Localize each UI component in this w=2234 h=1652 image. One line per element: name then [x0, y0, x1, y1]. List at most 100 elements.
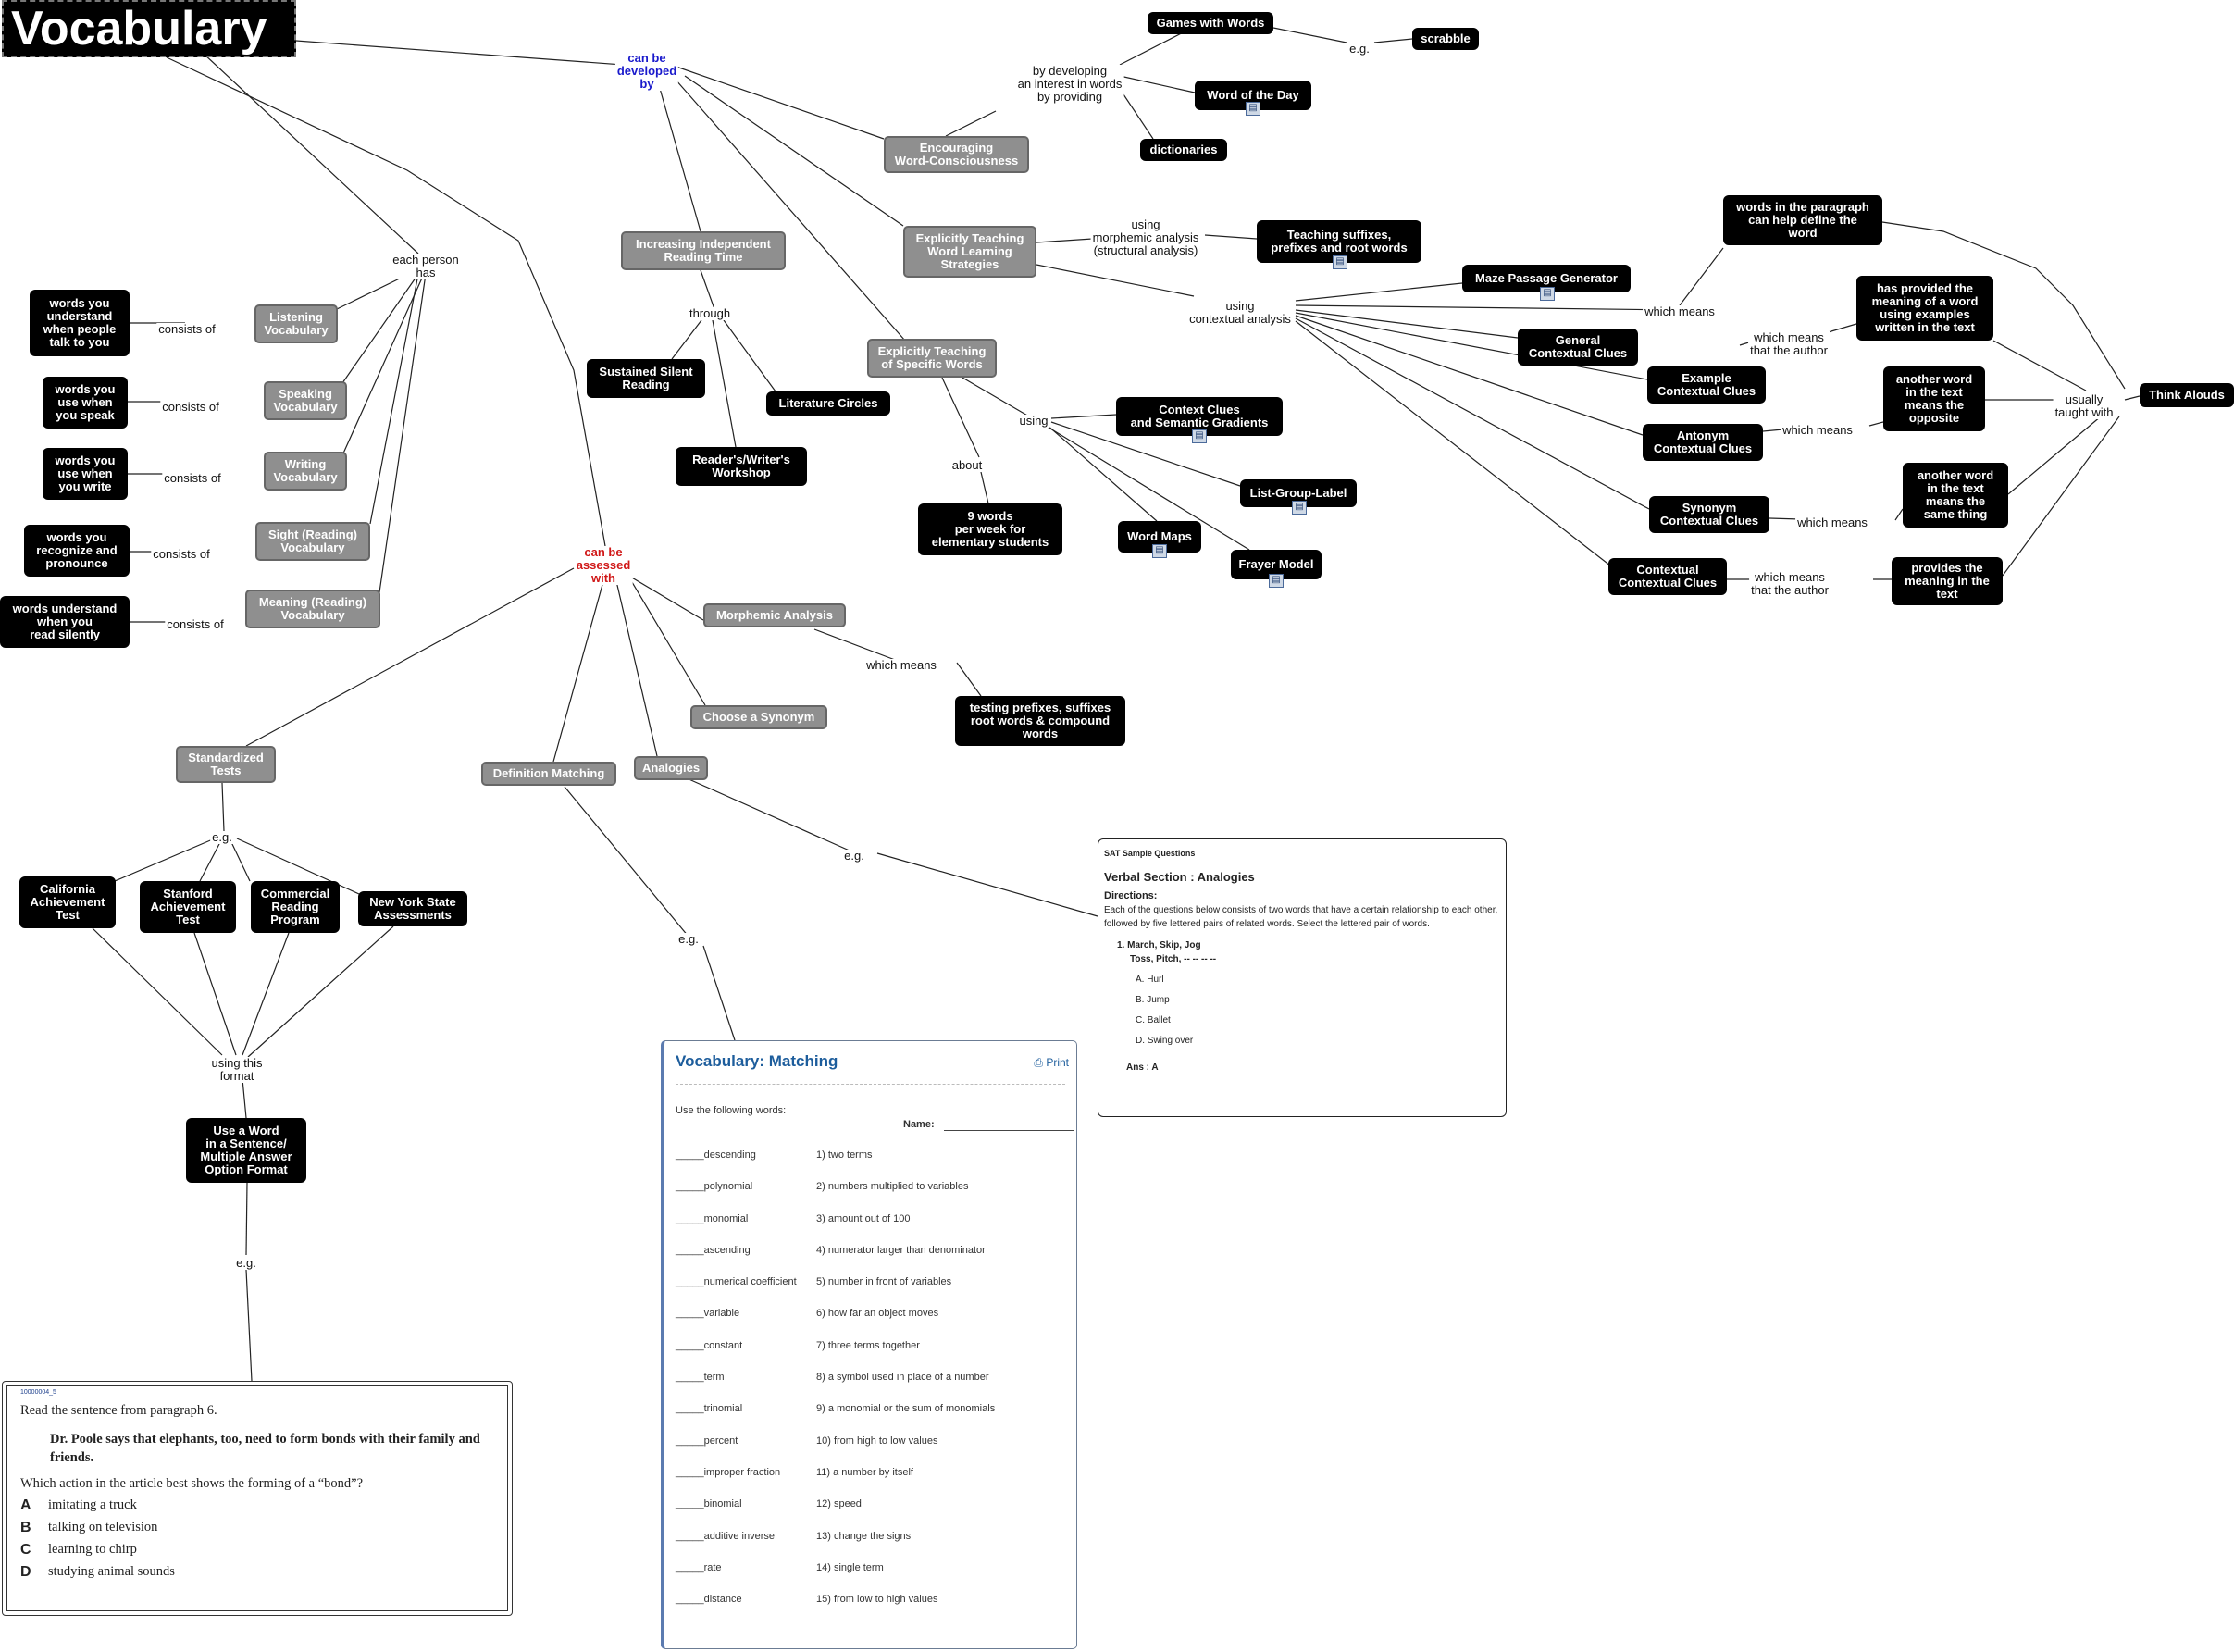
node-provided-meaning[interactable]: has provided the meaning of a word using… — [1856, 276, 1993, 341]
node-dictionaries[interactable]: dictionaries — [1140, 139, 1227, 161]
node-w-understand[interactable]: words you understand when people talk to… — [30, 290, 130, 356]
node-sight[interactable]: Sight (Reading) Vocabulary — [255, 522, 370, 561]
option-text: imitating a truck — [48, 1497, 137, 1512]
connector-line — [980, 471, 989, 504]
attachment-icon[interactable]: ▤ — [1152, 544, 1167, 558]
link-label-by-developing: by developing an interest in words by pr… — [1015, 64, 1124, 104]
node-another-same[interactable]: another word in the text means the same … — [1903, 463, 2008, 528]
node-use-word[interactable]: Use a Word in a Sentence/ Multiple Answe… — [186, 1118, 306, 1183]
node-commercial[interactable]: Commercial Reading Program — [251, 881, 340, 933]
connector-line — [615, 580, 658, 757]
node-think-alouds[interactable]: Think Alouds — [2140, 383, 2234, 407]
node-morphemic[interactable]: Morphemic Analysis — [703, 603, 846, 627]
link-label-eg-analogies: e.g. — [842, 849, 866, 863]
connector-line — [684, 75, 904, 227]
node-synonym[interactable]: Synonym Contextual Clues — [1649, 496, 1769, 533]
node-encouraging[interactable]: Encouraging Word-Consciousness — [884, 136, 1029, 173]
attachment-icon[interactable]: ▤ — [1192, 429, 1207, 443]
matching-definition: 9) a monomial or the sum of monomials — [816, 1403, 996, 1415]
node-explicit-strategies[interactable]: Explicitly Teaching Word Learning Strate… — [903, 226, 1036, 278]
node-standardized[interactable]: Standardized Tests — [176, 746, 276, 783]
matching-definition: 6) how far an object moves — [816, 1308, 939, 1320]
node-meaning[interactable]: Meaning (Reading) Vocabulary — [245, 590, 380, 628]
node-speaking[interactable]: Speaking Vocabulary — [264, 381, 347, 420]
connector-line — [242, 1078, 247, 1119]
connector-line — [369, 273, 419, 525]
node-definition[interactable]: Definition Matching — [481, 762, 616, 786]
node-provides-meaning[interactable]: provides the meaning in the text — [1892, 557, 2003, 605]
node-w-write[interactable]: words you use when you write — [43, 448, 128, 500]
connector-line — [295, 40, 649, 68]
matching-instruction: Use the following words: — [676, 1105, 787, 1116]
matching-term: _____polynomial — [676, 1181, 753, 1193]
attachment-icon[interactable]: ▤ — [1292, 501, 1307, 515]
node-increasing[interactable]: Increasing Independent Reading Time — [621, 231, 786, 270]
name-line — [944, 1130, 1074, 1131]
connector-line — [712, 319, 737, 448]
matching-term: _____variable — [676, 1308, 740, 1320]
node-w-speak[interactable]: words you use when you speak — [43, 377, 128, 429]
node-contextual[interactable]: Contextual Contextual Clues — [1608, 558, 1727, 595]
matching-term: _____monomial — [676, 1212, 749, 1224]
node-sustained[interactable]: Sustained Silent Reading — [587, 359, 705, 398]
node-listening[interactable]: Listening Vocabulary — [254, 304, 338, 343]
node-general[interactable]: General Contextual Clues — [1518, 329, 1638, 366]
sat-directions: Each of the questions below consists of … — [1104, 905, 1498, 929]
node-analogies[interactable]: Analogies — [634, 756, 708, 780]
node-testing[interactable]: testing prefixes, suffixes root words & … — [955, 696, 1125, 746]
node-synonym-choose[interactable]: Choose a Synonym — [690, 705, 827, 729]
node-nys[interactable]: New York State Assessments — [358, 891, 467, 926]
connector-line — [1679, 247, 1724, 306]
item-id: 10000004_5 — [20, 1389, 56, 1396]
test-item-panel: 10000004_5 Read the sentence from paragr… — [2, 1381, 513, 1616]
matching-term: _____descending — [676, 1149, 756, 1161]
attachment-icon[interactable]: ▤ — [1269, 574, 1284, 588]
connector-line — [962, 377, 1030, 417]
node-workshop[interactable]: Reader's/Writer's Workshop — [676, 447, 807, 486]
node-explicit-specific[interactable]: Explicitly Teaching of Specific Words — [867, 339, 997, 378]
node-writing[interactable]: Writing Vocabulary — [264, 452, 347, 491]
node-another-opposite[interactable]: another word in the text means the oppos… — [1883, 366, 1985, 431]
attachment-icon[interactable]: ▤ — [1540, 287, 1555, 301]
node-california[interactable]: California Achievement Test — [19, 876, 116, 928]
sat-option: B. Jump — [1136, 995, 1170, 1005]
sat-question-line2: Toss, Pitch, -- -- -- -- — [1130, 954, 1217, 964]
node-lit-circles[interactable]: Literature Circles — [766, 391, 890, 416]
link-label-using-morph: using morphemic analysis (structural ana… — [1090, 217, 1201, 257]
node-antonym[interactable]: Antonym Contextual Clues — [1643, 424, 1763, 461]
node-example[interactable]: Example Contextual Clues — [1647, 366, 1766, 404]
node-word-of-day[interactable]: Word of the Day — [1195, 81, 1311, 110]
node-stanford[interactable]: Stanford Achievement Test — [140, 881, 236, 933]
matching-term: _____rate — [676, 1561, 722, 1573]
attachment-icon[interactable]: ▤ — [1246, 102, 1260, 116]
link-label-eg-bottom: e.g. — [234, 1256, 258, 1270]
connector-line — [92, 927, 223, 1056]
node-games[interactable]: Games with Words — [1148, 12, 1273, 34]
option-letter: D — [20, 1564, 31, 1580]
link-label-consists5: consists of — [165, 617, 226, 631]
connector-line — [189, 40, 419, 255]
node-nine-words[interactable]: 9 words per week for elementary students — [918, 503, 1062, 555]
node-w-silently[interactable]: words understand when you read silently — [0, 596, 130, 648]
matching-term: _____percent — [676, 1435, 738, 1447]
connector-line — [245, 567, 575, 747]
sat-header: SAT Sample Questions — [1104, 849, 1196, 858]
attachment-icon[interactable]: ▤ — [1333, 255, 1347, 269]
node-maze[interactable]: Maze Passage Generator — [1462, 265, 1631, 292]
link-label-which-means-author1: which means that the author — [1748, 330, 1830, 357]
node-scrabble[interactable]: scrabble — [1412, 28, 1479, 50]
connector-line — [1036, 264, 1195, 297]
node-w-recognize[interactable]: words you recognize and pronounce — [24, 525, 130, 577]
print-link[interactable]: ⎙ Print — [1034, 1056, 1069, 1070]
node-words-paragraph[interactable]: words in the paragraph can help define t… — [1723, 195, 1882, 245]
